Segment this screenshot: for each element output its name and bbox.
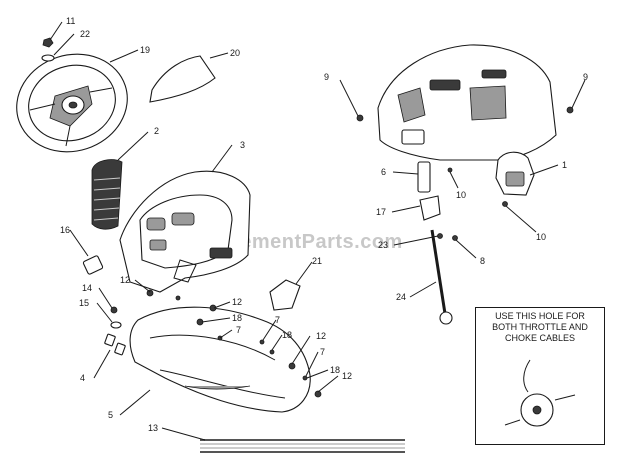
callout-3: 3	[240, 140, 245, 150]
cable-note-box: USE THIS HOLE FOR BOTH THROTTLE AND CHOK…	[475, 307, 605, 445]
callout-24: 24	[396, 292, 406, 302]
callout-22: 22	[80, 29, 90, 39]
callout-12a: 12	[120, 275, 130, 285]
callout-19: 19	[140, 45, 150, 55]
callout-8: 8	[480, 256, 485, 266]
callout-18c: 18	[330, 365, 340, 375]
dash-panel[interactable]	[119, 170, 251, 293]
note-line-3: CHOKE CABLES	[504, 333, 576, 343]
callout-10b: 10	[536, 232, 546, 242]
callout-6: 6	[381, 167, 386, 177]
callout-10a: 10	[456, 190, 466, 200]
cable-bracket[interactable]	[495, 151, 535, 196]
callout-12b: 12	[232, 297, 242, 307]
callout-13: 13	[148, 423, 158, 433]
callout-2: 2	[154, 126, 159, 136]
callout-7c: 7	[320, 347, 325, 357]
callout-11: 11	[66, 16, 75, 26]
callout-18a: 18	[232, 313, 242, 323]
wheel-cover[interactable]	[149, 55, 216, 103]
callout-14: 14	[82, 283, 92, 293]
cable-note-text: USE THIS HOLE FOR BOTH THROTTLE AND CHOK…	[476, 311, 604, 344]
callout-5: 5	[108, 410, 113, 420]
callout-18b: 18	[282, 330, 292, 340]
callout-15: 15	[79, 298, 89, 308]
callout-12d: 12	[342, 371, 352, 381]
throttle-inset	[504, 359, 576, 427]
trim-strip[interactable]	[200, 439, 405, 453]
note-line-2: BOTH THROTTLE AND	[492, 322, 588, 332]
callout-12c: 12	[316, 331, 326, 341]
leader-lines	[49, 21, 586, 441]
clip-part[interactable]	[104, 333, 126, 356]
callout-7b: 7	[275, 315, 280, 325]
callout-7a: 7	[236, 325, 241, 335]
callout-20: 20	[230, 48, 240, 58]
lower-shroud[interactable]	[129, 306, 311, 413]
bracket-part[interactable]	[269, 279, 301, 311]
steering-nut[interactable]	[41, 37, 55, 62]
callout-16: 16	[60, 225, 70, 235]
note-line-1: USE THIS HOLE FOR	[495, 311, 585, 321]
callout-labels: 11 22 19 20 2 3 16 12 14 15 4 5 13 12 18…	[60, 16, 588, 433]
callout-9b: 9	[583, 72, 588, 82]
callout-17: 17	[376, 207, 386, 217]
dash-housing-rear[interactable]	[377, 44, 557, 161]
callout-4: 4	[80, 373, 85, 383]
switch-part[interactable]	[82, 255, 104, 275]
callout-1: 1	[562, 160, 567, 170]
callout-23: 23	[378, 240, 388, 250]
steering-wheel[interactable]	[4, 40, 140, 166]
callout-21: 21	[312, 256, 322, 266]
steering-boot[interactable]	[91, 159, 123, 230]
callout-9a: 9	[324, 72, 329, 82]
steering-column[interactable]	[356, 106, 574, 325]
